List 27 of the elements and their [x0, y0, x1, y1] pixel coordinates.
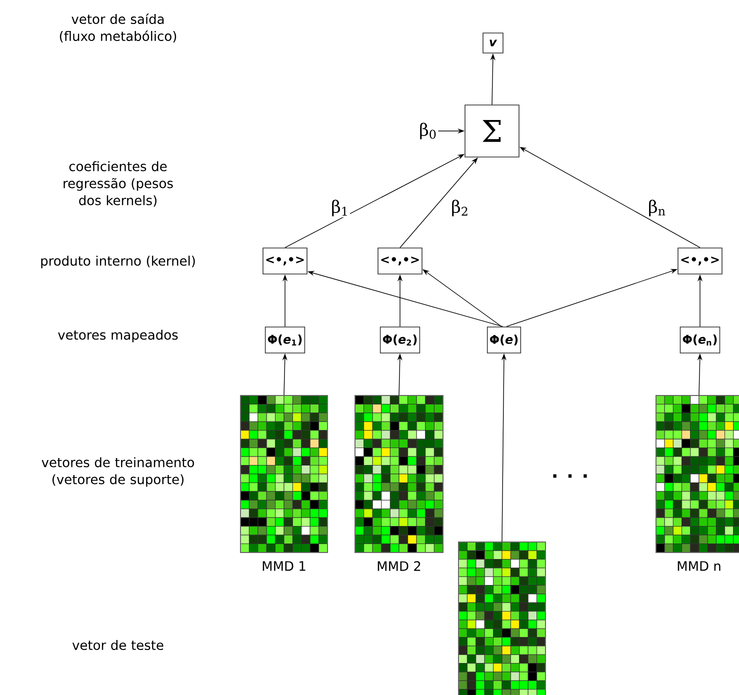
row-label: produto interno (kernel) — [41, 256, 195, 268]
function-box: Φ(e) — [486, 326, 522, 354]
edge-label: β$_{n}$ — [647, 198, 667, 218]
sum-box: Σ — [464, 104, 520, 158]
row-label: vetor de saída (fluxo metabólico) — [60, 13, 176, 43]
coefficient-label: β$_{0}$ — [420, 122, 436, 140]
function-box: <•,•> — [262, 248, 308, 274]
function-box: Φ(e$_{n}$) — [680, 326, 720, 354]
node-label: MMD 2 — [378, 561, 420, 571]
node-label: MMD n — [678, 561, 720, 571]
function-box: v — [482, 32, 504, 54]
edge-label: β$_{1}$ — [330, 198, 350, 218]
heatmap-drawing — [240, 395, 328, 553]
row-label: vetores mapeados — [58, 330, 178, 342]
ellipsis: . . . — [553, 474, 587, 478]
node-label: MMD 1 — [262, 561, 306, 571]
function-box: <•,•> — [678, 248, 722, 274]
function-box: <•,•> — [378, 248, 422, 274]
function-box: Φ(e$_{1}$) — [264, 326, 306, 354]
row-label: coeficientes de regressão (pesos dos kernels) — [64, 161, 173, 207]
heatmap-drawing — [656, 395, 739, 553]
row-label: vetor de teste — [72, 640, 164, 650]
heatmap-drawing — [354, 395, 444, 553]
row-label: vetores de treinamento (vetores de suporte) — [42, 457, 194, 487]
edge-label: β$_{2}$ — [450, 198, 470, 218]
heatmap-drawing — [458, 542, 546, 695]
function-box: Φ(e$_{2}$) — [380, 326, 420, 354]
